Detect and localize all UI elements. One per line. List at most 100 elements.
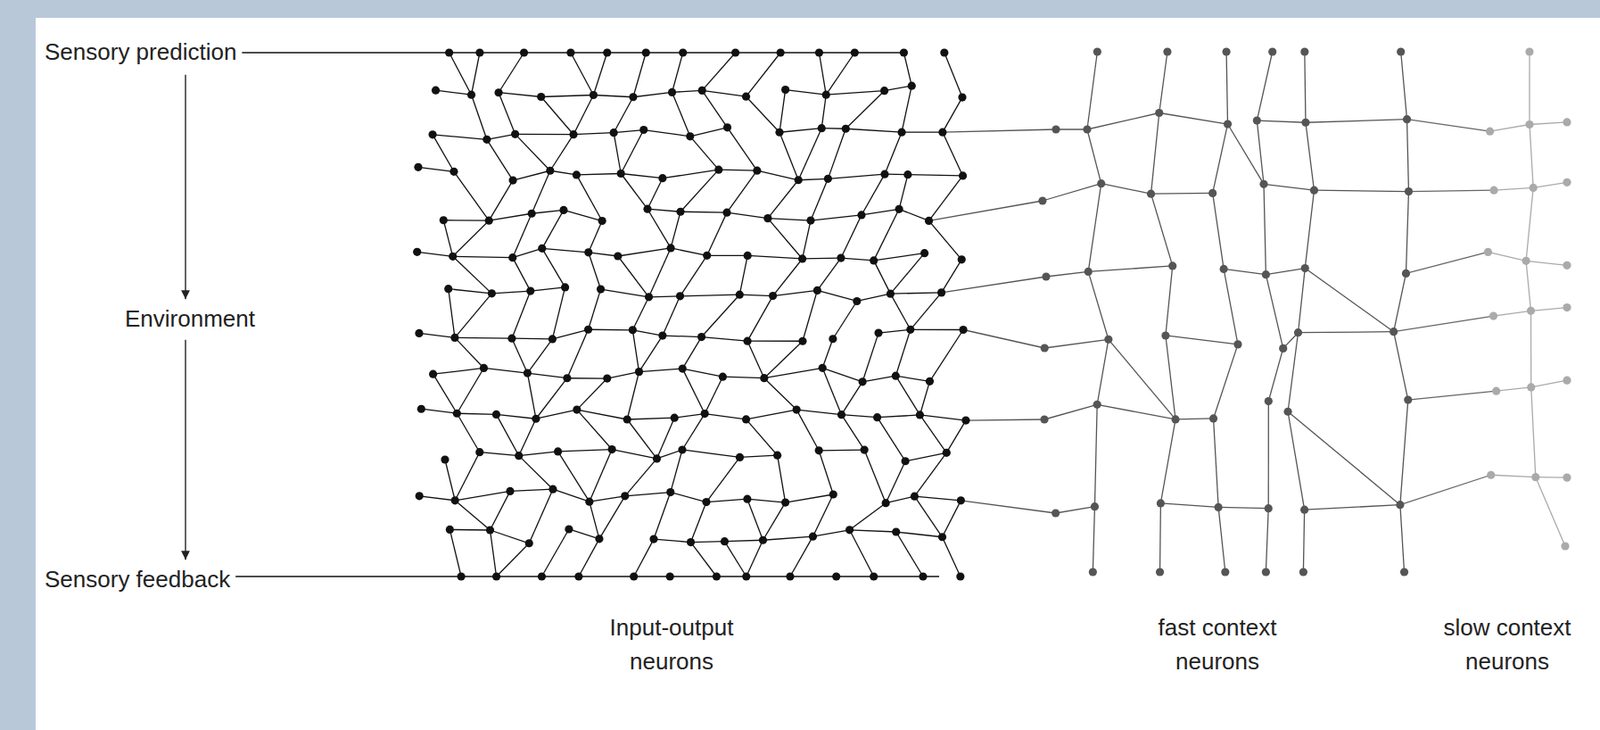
neuron-dot (938, 532, 947, 541)
io-link (674, 413, 705, 419)
io-link (746, 419, 778, 455)
io-link (849, 529, 875, 577)
neuron-dot (958, 325, 967, 334)
neuron-dot (639, 125, 648, 134)
neuron-dot (1300, 505, 1309, 514)
io-link (620, 130, 644, 174)
io-link (662, 335, 702, 337)
io-link (701, 90, 727, 127)
neuron-dot (492, 410, 501, 419)
neuron-dot (920, 248, 929, 257)
neuron-dot (511, 130, 520, 139)
neuron-dot (806, 216, 815, 225)
neuron-dot (1264, 503, 1273, 512)
flow-label: Sensory prediction (44, 35, 237, 70)
fast-link (1092, 506, 1095, 572)
io-link (764, 367, 823, 378)
neuron-dot (1082, 124, 1091, 133)
fast-link (1165, 335, 1176, 420)
io-link (569, 528, 600, 539)
neuron-dot (449, 167, 458, 176)
neuron-dot (1301, 118, 1310, 127)
io-link (816, 289, 857, 301)
io-link (511, 290, 531, 339)
io-link (573, 94, 594, 134)
io-link (929, 329, 964, 382)
io-link (495, 413, 519, 455)
io-link (495, 413, 536, 419)
io-link (704, 376, 723, 413)
neuron-dot (735, 290, 744, 299)
fast-slow-link (1408, 189, 1494, 191)
io-link (519, 451, 559, 456)
io-link (448, 288, 455, 339)
io-link (515, 133, 574, 136)
slow-link (1531, 387, 1536, 478)
neuron-dot (781, 497, 790, 506)
neuron-dot (569, 130, 578, 139)
neuron-dot (897, 128, 906, 137)
io-link (511, 338, 528, 373)
fast-link (1287, 332, 1298, 413)
neuron-dot (628, 92, 637, 101)
neuron-dot (1301, 263, 1310, 273)
io-link (567, 329, 589, 378)
neuron-dot (956, 495, 965, 504)
neuron-dot (560, 282, 570, 291)
slow-link (1496, 387, 1532, 391)
neuron-dot (860, 445, 869, 454)
neuron-dot (553, 446, 562, 455)
io-link (877, 414, 921, 418)
io-link (588, 252, 619, 256)
fast-link (1055, 128, 1088, 130)
fast-link (1160, 419, 1176, 504)
neuron-dot (428, 130, 437, 139)
neuron-dot (937, 288, 946, 297)
io-link (632, 296, 649, 330)
io-link (898, 174, 908, 210)
neuron-dot (961, 416, 970, 425)
io-link (588, 329, 634, 331)
neuron-dot (666, 243, 675, 252)
io-link (941, 259, 963, 293)
neuron-dot (610, 128, 619, 137)
neuron-dot (509, 175, 518, 184)
neuron-dot (602, 48, 611, 57)
neuron-dot (832, 571, 841, 580)
fast-link (1088, 271, 1109, 339)
neuron-dot (815, 445, 824, 454)
fast-link (1044, 338, 1109, 348)
io-link (625, 492, 671, 496)
io-link (747, 296, 773, 342)
neuron-dot (880, 170, 889, 179)
neuron-dot (1268, 47, 1277, 56)
flow-arrow (184, 74, 186, 299)
fast-link (1165, 335, 1238, 345)
neuron-dot (519, 48, 528, 57)
io-link (905, 452, 947, 461)
fast-slow-link (1408, 390, 1497, 400)
io-link (626, 419, 657, 459)
neuron-dot (1396, 47, 1405, 56)
neuron-dot (1395, 500, 1404, 509)
slow-link (1535, 477, 1566, 546)
io-link (490, 529, 530, 544)
io-link (779, 90, 786, 133)
fast-link (1044, 404, 1097, 420)
slow-link (1535, 476, 1568, 479)
neuron-dot (479, 363, 488, 372)
io-link (531, 170, 551, 214)
io-link (810, 178, 828, 221)
neuron-dot (910, 492, 919, 501)
neuron-dot (763, 214, 772, 223)
io-link (706, 498, 748, 502)
io-link (874, 208, 899, 261)
neuron-dot (635, 367, 644, 376)
io-link (670, 492, 707, 503)
fast-link (1226, 51, 1228, 124)
neuron-dot (608, 445, 617, 454)
neuron-dot (1084, 267, 1093, 276)
fast-link (1087, 129, 1102, 184)
io-link (599, 495, 626, 539)
fast-link (1304, 51, 1306, 123)
